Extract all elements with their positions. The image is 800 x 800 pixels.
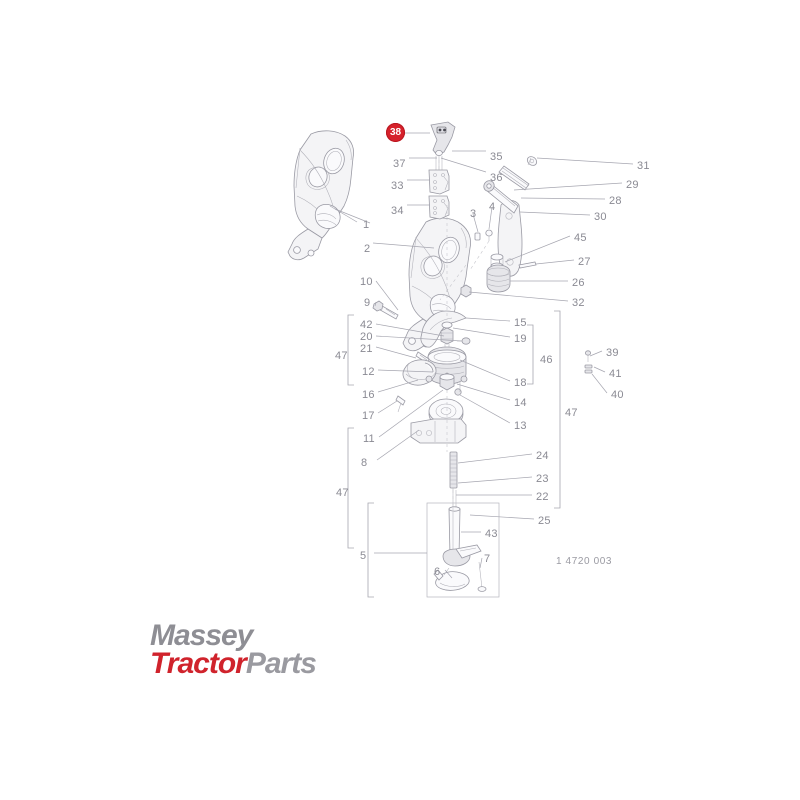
part-38-bracket — [430, 121, 456, 156]
callout-label-19[interactable]: 19 — [514, 333, 527, 345]
part-32-nut — [460, 284, 472, 298]
callout-label-43[interactable]: 43 — [485, 528, 498, 540]
callout-label-40[interactable]: 40 — [611, 389, 624, 401]
callout-label-47c[interactable]: 47 — [565, 407, 578, 419]
callout-label-34[interactable]: 34 — [391, 205, 404, 217]
part-13-14-nut — [425, 372, 468, 396]
callout-label-8[interactable]: 8 — [361, 457, 368, 469]
callout-label-41[interactable]: 41 — [609, 368, 622, 380]
watermark-brand-tractor: Tractor — [150, 646, 247, 680]
callout-label-7[interactable]: 7 — [484, 553, 491, 565]
callout-label-30[interactable]: 30 — [594, 211, 607, 223]
part-26-45-spring — [486, 253, 537, 293]
callout-label-16[interactable]: 16 — [362, 389, 375, 401]
part-9-10-bolt — [372, 300, 399, 320]
callout-label-9[interactable]: 9 — [364, 297, 371, 309]
part-3-4-pins — [474, 229, 493, 241]
leader-lines — [334, 132, 634, 579]
callout-label-33[interactable]: 33 — [391, 180, 404, 192]
callout-label-6[interactable]: 6 — [434, 566, 441, 578]
callout-label-35[interactable]: 35 — [490, 151, 503, 163]
callout-label-46[interactable]: 46 — [540, 354, 553, 366]
part-25-group-box — [426, 502, 500, 598]
callout-label-45[interactable]: 45 — [574, 232, 587, 244]
part-22-23-24-rod — [449, 451, 458, 510]
callout-label-12[interactable]: 12 — [362, 366, 375, 378]
part-39-40-41-fasteners — [584, 350, 593, 374]
callout-label-47a[interactable]: 47 — [335, 350, 348, 362]
callout-label-47b[interactable]: 47 — [336, 487, 349, 499]
watermark-brand-parts: Parts — [245, 646, 317, 680]
callout-label-21[interactable]: 21 — [360, 343, 373, 355]
part-33-plate — [428, 169, 450, 195]
part-17-pin — [395, 395, 406, 413]
part-43-shaft — [442, 506, 482, 567]
callout-label-22[interactable]: 22 — [536, 491, 549, 503]
callout-label-20[interactable]: 20 — [360, 331, 373, 343]
watermark-line-1: Massey — [150, 619, 253, 652]
callout-label-2[interactable]: 2 — [364, 243, 371, 255]
callout-label-39[interactable]: 39 — [606, 347, 619, 359]
brace-5 — [367, 502, 374, 598]
callout-label-32[interactable]: 32 — [572, 297, 585, 309]
callout-label-36[interactable]: 36 — [490, 172, 503, 184]
callout-label-15[interactable]: 15 — [514, 317, 527, 329]
callout-label-25[interactable]: 25 — [538, 515, 551, 527]
callout-label-10[interactable]: 10 — [360, 276, 373, 288]
callout-label-24[interactable]: 24 — [536, 450, 549, 462]
diagram-reference-code: 1 4720 003 — [556, 556, 613, 567]
callout-label-42[interactable]: 42 — [360, 319, 373, 331]
callout-label-27[interactable]: 27 — [578, 256, 591, 268]
callout-label-37[interactable]: 37 — [393, 158, 406, 170]
brace-47a — [347, 314, 354, 386]
callout-label-23[interactable]: 23 — [536, 473, 549, 485]
brace-46 — [527, 324, 534, 385]
watermark-line-2: TractorParts — [150, 646, 317, 680]
callout-label-17[interactable]: 17 — [362, 410, 375, 422]
callout-label-4[interactable]: 4 — [489, 201, 496, 213]
part-19-42-20-cap — [440, 321, 471, 356]
callout-label-11[interactable]: 11 — [363, 433, 375, 445]
callout-label-3[interactable]: 3 — [470, 208, 477, 220]
callout-label-31[interactable]: 31 — [637, 160, 650, 172]
part-8-11-bracket — [410, 398, 467, 444]
highlighted-part-badge[interactable]: 38 — [386, 123, 405, 142]
watermark: Massey TractorParts — [150, 619, 317, 680]
part-34-plate — [428, 195, 450, 220]
brace-47b — [347, 427, 354, 549]
part-28-29-31-turnbuckle — [483, 156, 538, 214]
callout-label-1[interactable]: 1 — [363, 219, 370, 231]
callout-label-13[interactable]: 13 — [514, 420, 527, 432]
part-7-pin — [477, 561, 487, 592]
callout-label-28[interactable]: 28 — [609, 195, 622, 207]
callout-label-14[interactable]: 14 — [514, 397, 527, 409]
callout-label-29[interactable]: 29 — [626, 179, 639, 191]
assembly-guides — [438, 160, 490, 512]
part-6-lever — [433, 567, 470, 591]
callout-label-26[interactable]: 26 — [572, 277, 585, 289]
callout-label-18[interactable]: 18 — [514, 377, 527, 389]
part-1-housing — [287, 130, 354, 261]
brace-47c — [554, 310, 561, 509]
callout-label-5[interactable]: 5 — [360, 550, 367, 562]
part-18-pump-body — [427, 346, 467, 385]
